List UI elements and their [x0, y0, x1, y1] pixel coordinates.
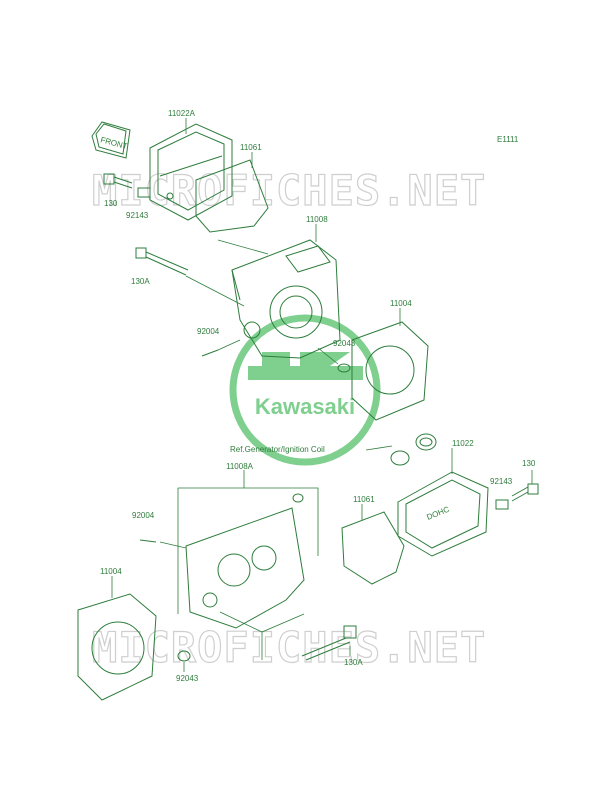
bolt-130-bottom — [511, 483, 539, 502]
pin-92043-top — [337, 363, 351, 373]
diagram-code: E1111 — [497, 135, 519, 144]
label-92004-bottom: 92004 — [132, 511, 155, 520]
label-11061-top: 11061 — [240, 143, 262, 152]
cover-gasket-top — [195, 159, 269, 233]
label-11008A: 11008A — [226, 462, 254, 471]
label-130-top: 130 — [104, 199, 118, 208]
collar-92143-bottom — [495, 499, 509, 510]
label-92043-top: 92043 — [333, 339, 356, 348]
label-11004-bottom: 11004 — [100, 567, 122, 576]
label-92143-top: 92143 — [126, 211, 149, 220]
front-arrow-icon: FRONT — [91, 121, 131, 159]
cylinder-head-cover-top — [149, 123, 233, 221]
label-92143-bottom: 92143 — [490, 477, 513, 486]
stud-92004-bottom — [139, 539, 157, 543]
logo-text: Kawasaki — [255, 394, 355, 419]
kawasaki-logo: Kawasaki — [229, 314, 381, 466]
watermark-bottom: MICROFICHES.NET — [92, 623, 486, 672]
bolt-130A-bottom — [301, 625, 357, 661]
bolt-130-top — [103, 173, 133, 189]
label-11008: 11008 — [306, 215, 328, 224]
cylinder-head-bottom — [185, 493, 305, 629]
reference-note: Ref.Generator/Ignition Coil — [230, 445, 325, 454]
label-11022A: 11022A — [168, 109, 196, 118]
label-130A-top: 130A — [131, 277, 150, 286]
label-11061-bottom: 11061 — [353, 495, 375, 504]
cover-emblem: DOHC — [425, 505, 450, 522]
stud-92004-top — [201, 349, 219, 357]
collar-92143-top — [137, 187, 151, 198]
filler-plug — [390, 433, 437, 466]
label-92043-bottom: 92043 — [176, 674, 199, 683]
bracket-11008A — [178, 487, 319, 556]
bolt-130A-top — [135, 247, 189, 276]
cover-gasket-bottom — [341, 511, 405, 585]
label-130A-bottom: 130A — [344, 658, 363, 667]
watermark-top: MICROFICHES.NET — [92, 166, 486, 215]
label-11022: 11022 — [452, 439, 474, 448]
label-11004-top: 11004 — [390, 299, 412, 308]
cylinder-head-cover-bottom: DOHC — [397, 471, 489, 557]
label-92004-top: 92004 — [197, 327, 220, 336]
cylinder-head-top — [231, 239, 341, 359]
label-130-bottom: 130 — [522, 459, 536, 468]
head-gasket-top — [351, 321, 429, 421]
pin-92043-bottom — [177, 650, 191, 662]
head-gasket-bottom — [77, 593, 157, 701]
